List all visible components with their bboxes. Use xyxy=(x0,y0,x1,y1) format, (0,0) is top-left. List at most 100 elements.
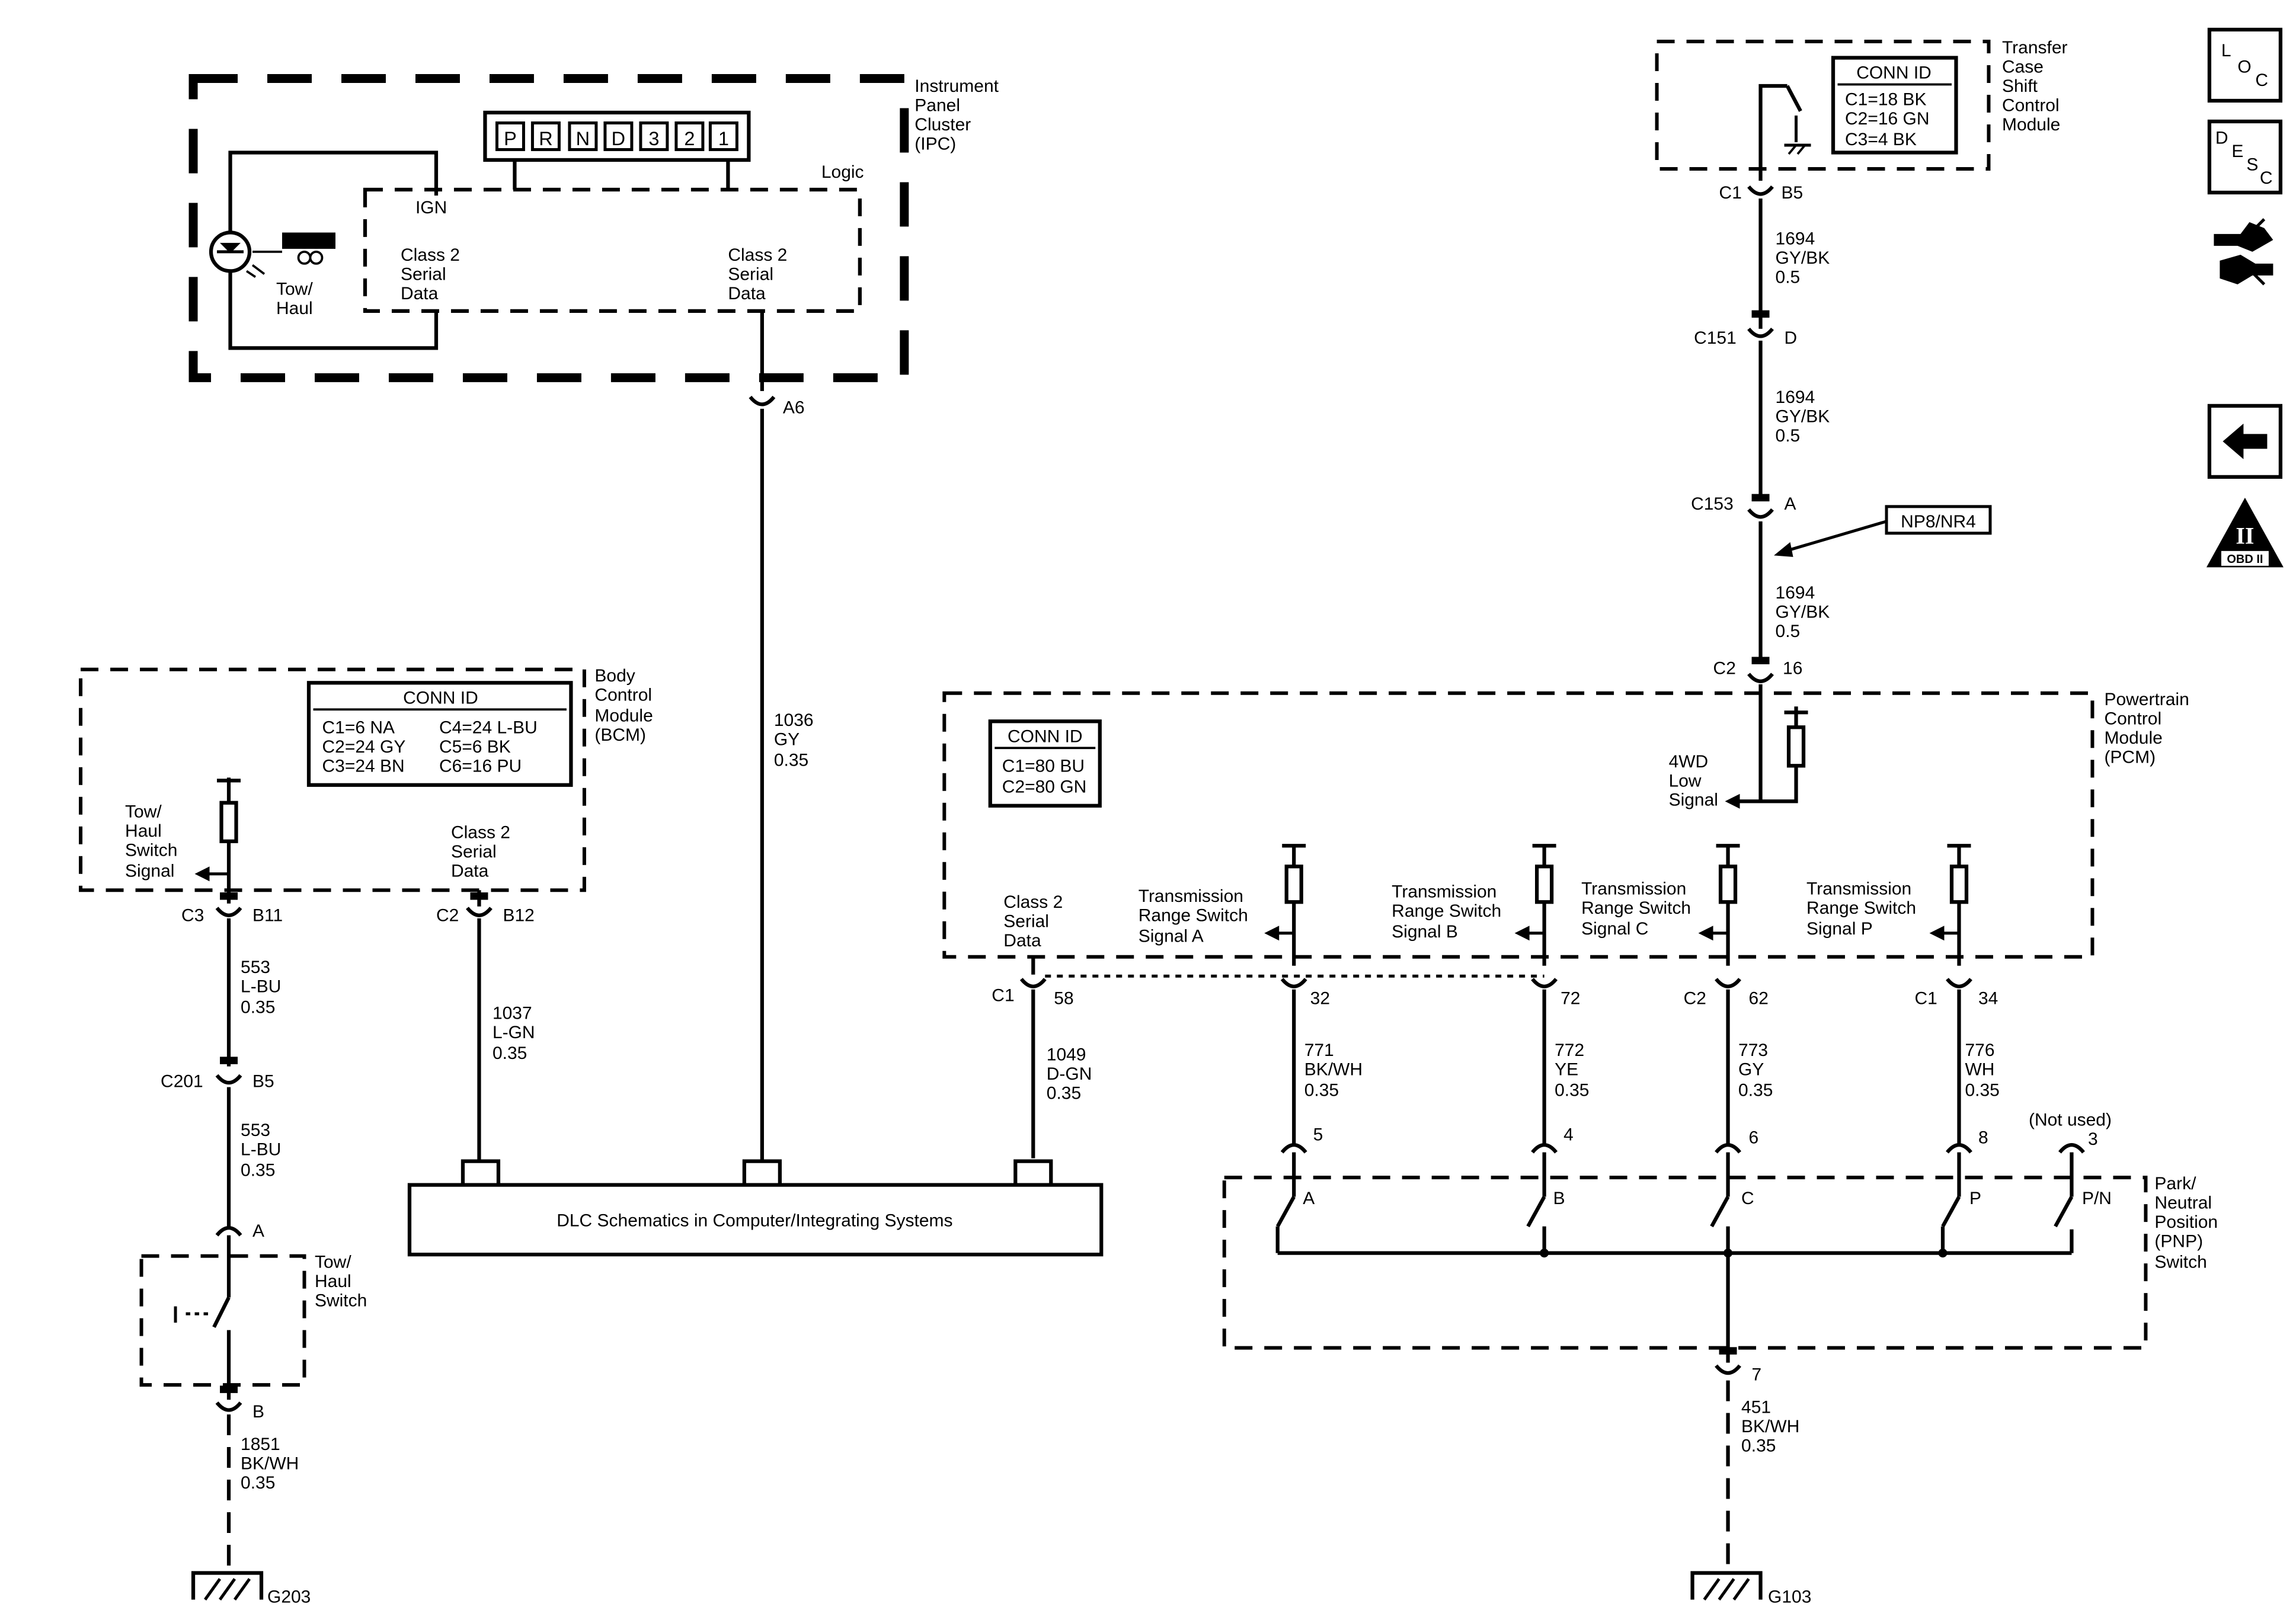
connector-pcm-72 xyxy=(1531,978,1558,988)
desc-letter-d: D xyxy=(2215,128,2228,148)
bcm-tow-input xyxy=(194,777,241,904)
pnp-title-5: Switch xyxy=(2154,1253,2207,1272)
c153-label: C153 xyxy=(1691,494,1734,514)
desc-letter-s: S xyxy=(2246,155,2258,174)
pcm-conn-id-title: CONN ID xyxy=(1008,726,1083,746)
obd-ii-icon[interactable] xyxy=(2206,497,2284,568)
wire-771-num: 771 xyxy=(1304,1041,1334,1060)
wire-451-gauge: 0.35 xyxy=(1741,1436,1776,1456)
tow-switch-title-2: Haul xyxy=(315,1272,351,1291)
wire-1694-seg2-color: GY/BK xyxy=(1776,406,1830,426)
tccm-title-2: Case xyxy=(2002,57,2044,76)
pnp-title-4: (PNP) xyxy=(2154,1232,2203,1251)
dlc-reference[interactable]: DLC Schematics in Computer/Integrating S… xyxy=(407,1159,1104,1257)
pnp-pin-5: 5 xyxy=(1313,1125,1323,1145)
ipc-boundary xyxy=(188,73,909,382)
wire-1036-color: GY xyxy=(774,729,800,749)
wire-451-num: 451 xyxy=(1741,1398,1771,1417)
wire-553a-color: L-BU xyxy=(241,977,281,997)
connector-view-icon[interactable] xyxy=(2214,218,2273,286)
bcm-tow-signal-2: Haul xyxy=(125,821,162,841)
pcm-4wd-3: Signal xyxy=(1669,790,1718,810)
connector-pcm-32 xyxy=(1280,978,1307,988)
pnp-pin-8: 8 xyxy=(1978,1128,1988,1148)
tccm-boundary xyxy=(1655,39,1991,171)
bcm-title-4: (BCM) xyxy=(594,725,646,745)
pcm-pin-62: 62 xyxy=(1749,989,1769,1009)
ipc-pin-a6: A6 xyxy=(783,398,805,417)
desc-icon[interactable] xyxy=(2207,119,2283,195)
pnp-switch: 5 4 6 8 (Not used) 3 Park/ Neutral Posit… xyxy=(1222,1110,2218,1607)
wire-1694-seg1-color: GY/BK xyxy=(1776,248,1830,268)
ipc-title-2: Panel xyxy=(914,95,960,115)
tccm-conn-row-3: C3=4 BK xyxy=(1845,130,1917,149)
tow-switch-title-1: Tow/ xyxy=(315,1253,351,1272)
wire-776-num: 776 xyxy=(1965,1041,1994,1060)
prnd-display: P R N D 3 2 1 xyxy=(483,110,751,190)
obd-ii-button[interactable]: II OBD II xyxy=(2206,497,2284,568)
obd-ii-numeral: II xyxy=(2236,522,2254,549)
bcm-title-2: Control xyxy=(594,685,652,705)
wire-553b-num: 553 xyxy=(241,1121,270,1140)
ground-g203-label: G203 xyxy=(267,1587,311,1607)
back-button[interactable] xyxy=(2207,404,2283,479)
tccm-title-3: Shift xyxy=(2002,76,2038,96)
tccm-pin: B5 xyxy=(1782,183,1803,203)
pcm-c2: C2 xyxy=(1684,989,1706,1009)
loc-icon[interactable] xyxy=(2207,27,2283,103)
connector-pcm-58 xyxy=(1019,978,1047,988)
pcm-signal-p-1: Transmission xyxy=(1806,879,1911,899)
pcm-4wd-1: 4WD xyxy=(1669,752,1709,772)
nav-loc-button[interactable]: L O C xyxy=(2207,27,2283,103)
wire-1694-seg3-num: 1694 xyxy=(1776,583,1815,603)
connector-switch-b xyxy=(215,1401,242,1412)
dlc-label[interactable]: DLC Schematics in Computer/Integrating S… xyxy=(557,1211,952,1231)
tccm-conn-row-1: C1=18 BK xyxy=(1845,89,1927,109)
prnd-d: D xyxy=(612,128,625,149)
pnp-contact-a: A xyxy=(1303,1189,1315,1208)
c2-16-label: C2 xyxy=(1713,658,1736,678)
tccm-title-4: Control xyxy=(2002,95,2060,115)
option-tag-label: NP8/NR4 xyxy=(1901,512,1976,532)
connector-c1-b5 xyxy=(1747,185,1774,196)
pcm-conn-id-table: CONN ID C1=80 BU C2=80 GN xyxy=(988,719,1102,808)
bcm-conn-c3: C3=24 BN xyxy=(322,756,405,776)
tow-switch-boundary xyxy=(139,1254,306,1387)
bcm-c3: C3 xyxy=(181,906,204,926)
pcm-signal-b-input xyxy=(1514,844,1556,966)
back-arrow-icon[interactable] xyxy=(2207,404,2283,479)
pnp-title-1: Park/ xyxy=(2154,1174,2196,1193)
prnd-r: R xyxy=(539,128,552,149)
connector-pcm-34 xyxy=(1946,978,1972,988)
bcm-title-1: Body xyxy=(594,666,635,686)
tccm-connector: C1 xyxy=(1719,183,1742,203)
pnp-contact-pn: P/N xyxy=(2082,1189,2112,1208)
pcm-signal-b-2: Range Switch xyxy=(1392,901,1501,921)
wire-451-color: BK/WH xyxy=(1741,1417,1799,1436)
connector-pnp-7 xyxy=(1715,1364,1742,1375)
pcm-signal-a-2: Range Switch xyxy=(1139,906,1248,926)
pcm-title-3: Module xyxy=(2104,728,2162,748)
tow-haul-lamp-label-1: Tow/ xyxy=(276,279,313,299)
connector-bcm-b11 xyxy=(215,907,242,917)
pnp-contact-b: B xyxy=(1553,1189,1565,1208)
ground-g203-icon xyxy=(191,1571,264,1601)
wire-1851-num: 1851 xyxy=(241,1435,280,1454)
bcm-conn-c5: C5=6 BK xyxy=(439,737,511,757)
pcm-output-wires: 1049 D-GN 0.35 771 BK/WH 0.35 772 YE 0.3… xyxy=(1031,989,2000,1158)
bcm-c2: C2 xyxy=(436,906,459,926)
wire-1036-num: 1036 xyxy=(774,710,814,730)
ipc-serial-right-3: Data xyxy=(728,284,766,303)
wire-776-gauge: 0.35 xyxy=(1965,1081,1999,1100)
loc-letter-l: L xyxy=(2221,41,2231,60)
wire-1037-num: 1037 xyxy=(493,1004,532,1023)
tccm-internal-switch xyxy=(1758,84,1811,181)
loc-letter-o: O xyxy=(2237,57,2251,76)
bcm-conn-id-table: CONN ID C1=6 NA C2=24 GY C3=24 BN C4=24 … xyxy=(306,681,573,787)
nav-desc-button[interactable]: D E S C xyxy=(2207,119,2283,195)
ipc-serial-left-1: Class 2 xyxy=(401,245,460,265)
wire-1037-gauge: 0.35 xyxy=(493,1044,527,1063)
dlc-box[interactable] xyxy=(407,1183,1104,1257)
wire-773-num: 773 xyxy=(1738,1041,1768,1060)
connector-c201 xyxy=(215,1074,242,1085)
